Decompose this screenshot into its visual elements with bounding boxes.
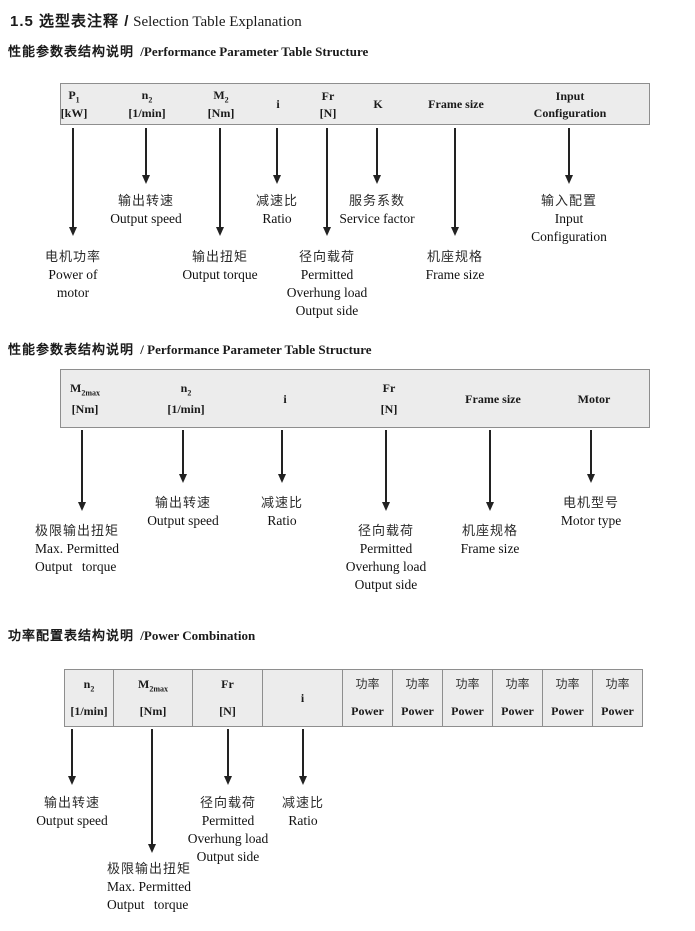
table1-col-framesize: Frame size [428,97,484,111]
table2-col-m2max: M2max [Nm] [70,380,100,417]
table1-col-n2: n2 [1/min] [128,87,166,121]
table2-col-i: i [283,391,287,406]
table1-col-m2: M2 [Nm] [207,87,235,121]
section3-heading-zh: 功率配置表结构说明 [8,628,135,643]
table2-col-motor: Motor [577,391,611,406]
section3-heading-en: /Power Combination [140,628,256,643]
table1-col-input-config: Input Configuration [533,88,607,120]
table3-col-i: i [262,670,342,726]
section2-heading-en: / Performance Parameter Table Structure [140,342,372,357]
page-title-en: Selection Table Explanation [133,14,302,30]
table3-col-m2max: M2max [Nm] [113,670,192,726]
table2-col-fr: Fr [N] [380,381,398,416]
page-title: 1.5 选型表注释 / Selection Table Explanation [10,10,302,31]
table1-col-fr: Fr [N] [319,88,337,120]
table3-col-fr: Fr [N] [192,670,262,726]
section3-heading: 功率配置表结构说明 /Power Combination [8,625,255,644]
section1-heading-en: /Performance Parameter Table Structure [140,44,369,59]
table1-header-row: P1 [kW] n2 [1/min] M2 [Nm] i Fr [N] K Fr… [60,83,650,125]
table1-col-p1: P1 [kW] [60,87,88,121]
table1-col-i: i [276,97,280,111]
table3-col-n2: n2 [1/min] [70,677,108,718]
table2-col-framesize: Frame size [465,391,521,406]
section2-heading: 性能参数表结构说明 / Performance Parameter Table … [8,339,372,358]
table2-col-n2: n2 [1/min] [167,380,205,417]
table1-col-k: K [373,97,383,111]
page-title-zh: 1.5 选型表注释 / [10,13,130,30]
table2-header-row: M2max [Nm] n2 [1/min] i Fr [N] Frame siz… [60,369,650,428]
section1-heading-zh: 性能参数表结构说明 [8,44,135,59]
section1-heading: 性能参数表结构说明 /Performance Parameter Table S… [8,41,368,60]
section2-heading-zh: 性能参数表结构说明 [8,342,135,357]
